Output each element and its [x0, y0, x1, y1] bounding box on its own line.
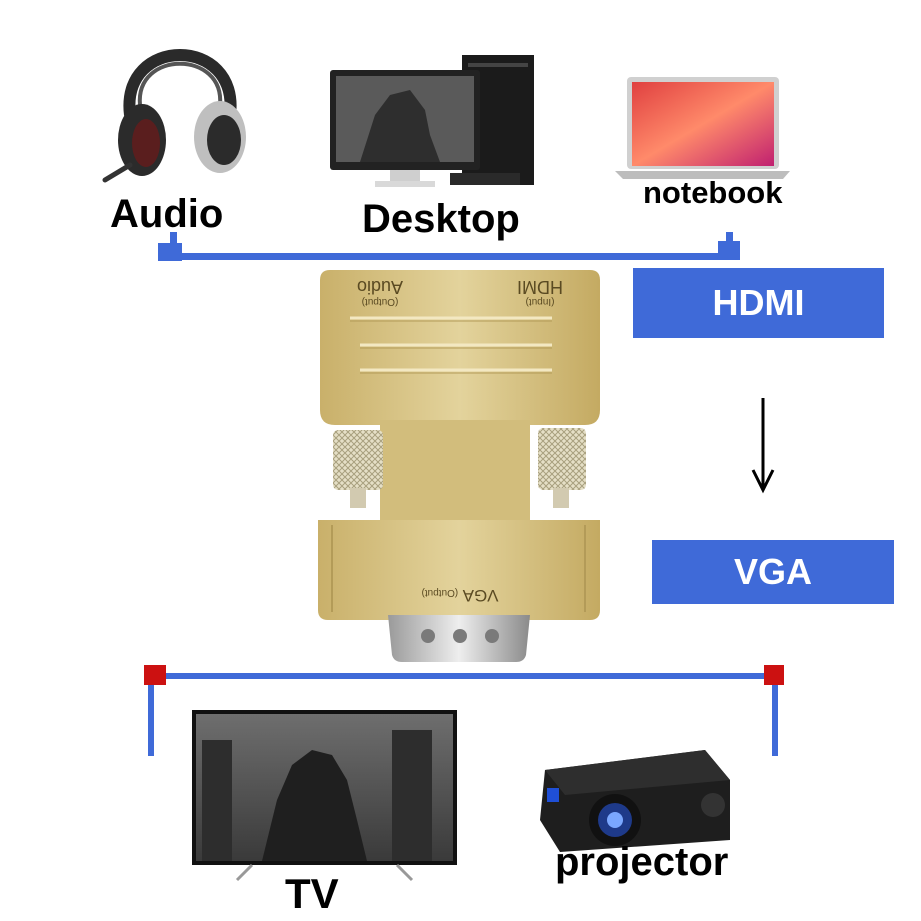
hdmi-label: HDMI	[712, 282, 805, 323]
bottom-connector-drop-right	[772, 676, 778, 756]
tv-label: TV	[285, 870, 339, 917]
adapter-hdmi-sub-label: (Input)	[525, 296, 555, 307]
desktop-label: Desktop	[362, 197, 520, 241]
headset-image	[102, 49, 246, 183]
adapter-vga-sub-label: (Output)	[421, 587, 459, 598]
top-connector-line	[158, 253, 740, 260]
audio-label: Audio	[110, 192, 224, 236]
adapter-audio-sub-label: (Output)	[361, 296, 399, 307]
vga-output-box: VGA	[652, 540, 894, 604]
desktop-computer-image	[330, 55, 534, 187]
hdmi-input-box: HDMI	[633, 268, 884, 338]
bottom-connector-line	[150, 673, 780, 679]
adapter-vga-label: VGA	[462, 586, 499, 605]
projector-image	[540, 750, 730, 852]
adapter-audio-label: Audio	[356, 277, 404, 297]
bottom-node-right	[764, 665, 784, 685]
down-arrow-icon	[751, 398, 775, 494]
adapter-hdmi-label: HDMI	[517, 277, 563, 297]
notebook-label: notebook	[643, 175, 783, 210]
vga-label: VGA	[733, 551, 812, 592]
notebook-laptop-image	[615, 77, 790, 179]
projector-label: projector	[555, 840, 729, 884]
bottom-connector-drop-left	[148, 676, 154, 756]
tv-image	[192, 710, 457, 882]
top-connector-end-right	[718, 241, 740, 259]
top-connector-end-left	[158, 243, 182, 261]
bottom-node-left	[144, 665, 166, 685]
